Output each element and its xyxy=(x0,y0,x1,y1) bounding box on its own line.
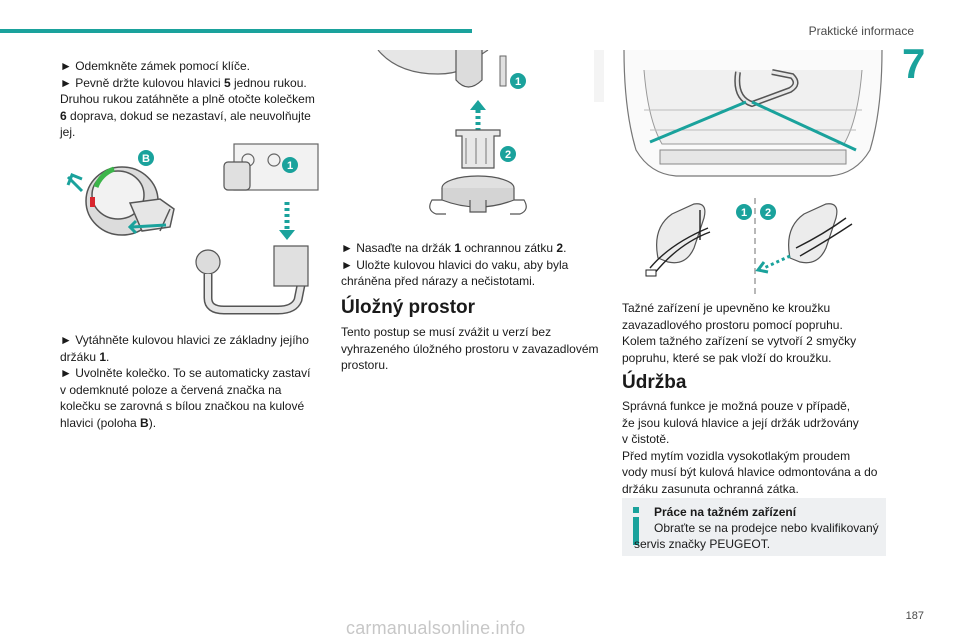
col3-strap-text: Tažné zařízení je upevněno ke kroužku za… xyxy=(622,300,892,366)
callout-1-label: 1 xyxy=(515,76,521,88)
callout-1-label: 1 xyxy=(287,160,293,172)
towbar-removal-illustration: 1 xyxy=(195,143,319,315)
step-line: ► Uvolněte kolečko. To se automaticky za… xyxy=(60,366,311,380)
callout-1-marker xyxy=(282,157,298,173)
step-line: držáku 1. xyxy=(60,349,110,364)
callout-2-label: 2 xyxy=(505,149,511,161)
callout-2-marker xyxy=(760,204,776,220)
page-number: 187 xyxy=(905,610,924,622)
strap-text-line: zavazadlového prostoru pomocí popruhu. xyxy=(622,317,843,332)
header-accent-bar xyxy=(0,29,472,33)
intro-line: ► Odemkněte zámek pomocí klíče. xyxy=(60,59,250,73)
step-line: chráněna před nárazy a nečistotami. xyxy=(341,274,536,288)
storage-heading: Úložný prostor xyxy=(341,297,476,318)
chapter-number: 7 xyxy=(902,40,926,87)
callout-1-marker xyxy=(510,73,526,89)
callout-b-marker xyxy=(138,150,154,166)
maintenance-text-line: v čistotě. xyxy=(622,432,670,446)
step-line: ► Nasaďte na držák 1 ochrannou zátku 2. xyxy=(341,241,567,255)
strap-text-line: Kolem tažného zařízení se vytvoří 2 smyč… xyxy=(622,334,857,348)
intro-line: jej. xyxy=(60,125,76,139)
col2-steps: ► Nasaďte na držák 1 ochrannou zátku 2. … xyxy=(341,240,611,290)
intro-line: ► Pevně držte kulovou hlavici 5 jednou r… xyxy=(60,75,307,90)
protective-cap-illustration: 1 2 xyxy=(372,50,604,215)
storage-text-line: Tento postup se musí zvážit u verzí bez xyxy=(341,325,552,339)
storage-text-line: prostoru. xyxy=(341,358,389,372)
step-line: v odemknuté poloze a červená značka na xyxy=(60,382,282,397)
step-line: ► Uložte kulovou hlavici do vaku, aby by… xyxy=(341,257,569,272)
maintenance-heading: Údržba xyxy=(622,372,687,393)
knob-unlock-illustration: B xyxy=(66,150,175,236)
maintenance-text-line: Správná funkce je možná pouze v případě, xyxy=(622,399,851,413)
section-label: Praktické informace xyxy=(808,24,914,38)
intro-line: 6 doprava, dokud se nezastaví, ale neuvo… xyxy=(60,108,311,123)
callout-b-label: B xyxy=(142,153,150,165)
info-icon xyxy=(633,507,639,545)
callout-1-label: 1 xyxy=(741,207,747,219)
info-box: Práce na tažném zařízení Obraťte se na p… xyxy=(622,498,886,556)
step-line: hlavici (poloha B). xyxy=(60,415,157,430)
trunk-ring-illustration xyxy=(623,50,883,177)
strap-text-line: Tažné zařízení je upevněno ke kroužku xyxy=(622,301,831,315)
maintenance-text-line: Před mytím vozidla vysokotlakým proudem xyxy=(622,448,851,463)
storage-text-line: vyhrazeného úložného prostoru v zavazadl… xyxy=(341,341,599,356)
maintenance-text-line: vody musí být kulová hlavice odmontována… xyxy=(622,465,878,479)
col1-intro: ► Odemkněte zámek pomocí klíče. ► Pevně … xyxy=(60,58,330,141)
col2-storage-section: Úložný prostor Tento postup se musí zváž… xyxy=(341,296,611,374)
col1-steps: ► Vytáhněte kulovou hlavici ze základny … xyxy=(60,332,330,431)
maintenance-text-line: že jsou kulová hlavice a její držák udrž… xyxy=(622,415,859,430)
strap-loop-illustration: 1 2 xyxy=(645,198,853,294)
watermark: carmanualsonline.info xyxy=(346,618,526,638)
info-title: Práce na tažném zařízení xyxy=(654,505,797,519)
step-line: ► Vytáhněte kulovou hlavici ze základny … xyxy=(60,333,309,347)
callout-1-marker xyxy=(736,204,752,220)
callout-2-marker xyxy=(500,146,516,162)
intro-line: Druhou rukou zatáhněte a plně otočte kol… xyxy=(60,92,315,106)
callout-2-label: 2 xyxy=(765,207,771,219)
strap-text-line: popruhu, které se pak vloží do kroužku. xyxy=(622,350,832,365)
col3-maintenance-section: Údržba Správná funkce je možná pouze v p… xyxy=(622,371,892,497)
maintenance-text-line: držáku zasunuta ochranná zátka. xyxy=(622,481,799,496)
info-body: Obraťte se na prodejce nebo kvalifikovan… xyxy=(634,521,879,551)
step-line: kolečku se zarovná s bílou značkou na ku… xyxy=(60,399,305,413)
